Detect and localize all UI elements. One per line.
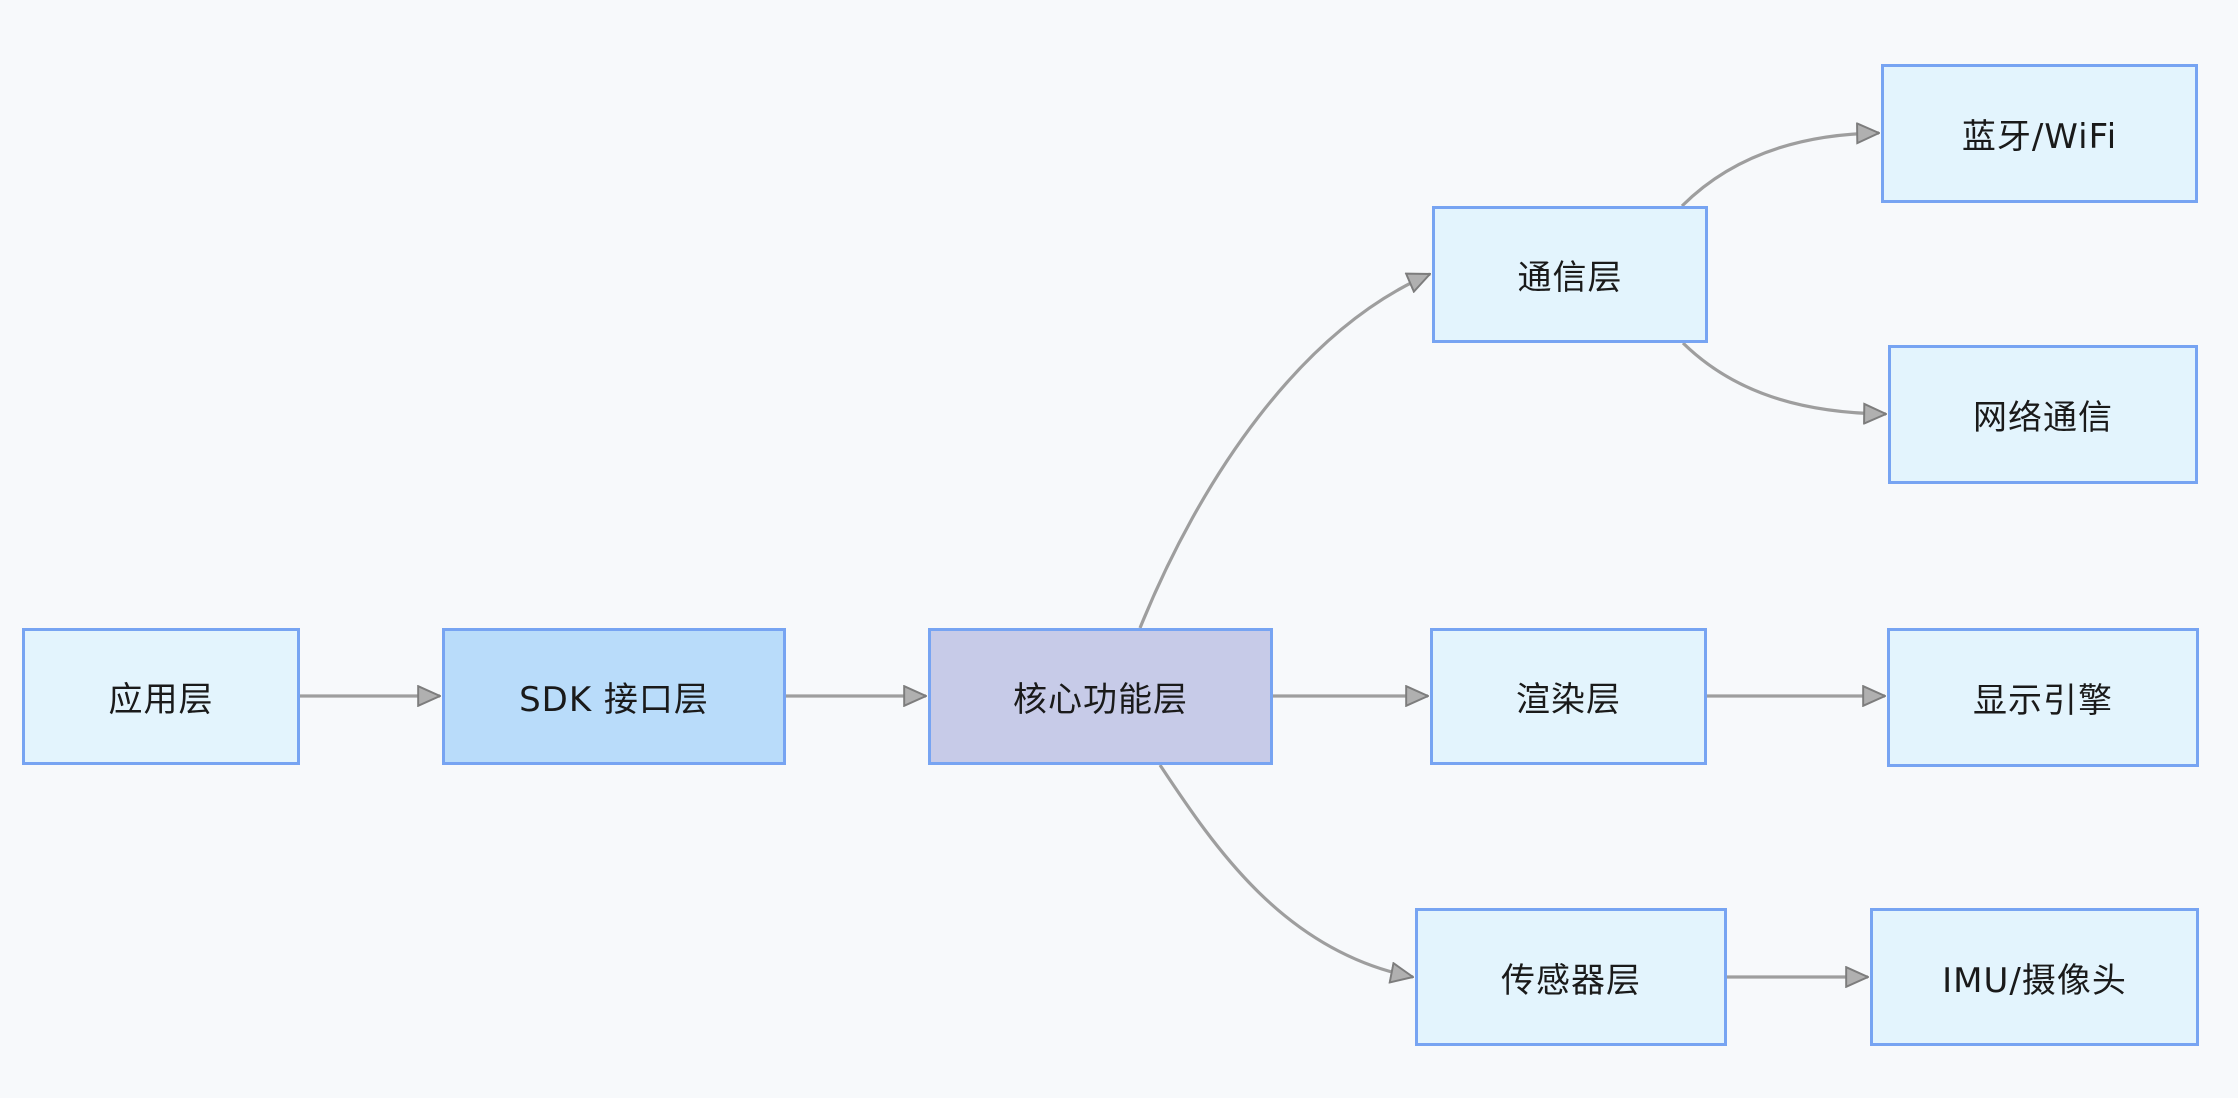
node-network-communication-label: 网络通信 bbox=[1973, 398, 2113, 438]
node-network-communication: 网络通信 bbox=[1888, 345, 2198, 484]
node-core-function-layer: 核心功能层 bbox=[928, 628, 1273, 765]
node-imu-camera: IMU/摄像头 bbox=[1870, 908, 2199, 1046]
node-sdk-interface-layer: SDK 接口层 bbox=[442, 628, 786, 765]
node-app-layer: 应用层 bbox=[22, 628, 300, 765]
node-sensor-layer: 传感器层 bbox=[1415, 908, 1727, 1046]
node-communication-layer: 通信层 bbox=[1432, 206, 1708, 343]
edge-core-layer-to-sensor-layer bbox=[1158, 764, 1413, 977]
node-display-engine: 显示引擎 bbox=[1887, 628, 2199, 767]
node-display-engine-label: 显示引擎 bbox=[1973, 681, 2113, 721]
node-sdk-interface-layer-label: SDK 接口层 bbox=[519, 680, 709, 720]
node-bluetooth-wifi-label: 蓝牙/WiFi bbox=[1961, 117, 2118, 157]
edge-communication-layer-to-bluetooth-wifi bbox=[1680, 133, 1879, 208]
node-render-layer-label: 渲染层 bbox=[1516, 680, 1621, 720]
node-imu-camera-label: IMU/摄像头 bbox=[1942, 960, 2127, 1001]
node-app-layer-label: 应用层 bbox=[108, 680, 214, 720]
node-sensor-layer-label: 传感器层 bbox=[1501, 960, 1641, 1001]
node-bluetooth-wifi: 蓝牙/WiFi bbox=[1881, 64, 2198, 203]
node-communication-layer-label: 通信层 bbox=[1517, 258, 1623, 298]
edge-core-layer-to-communication-layer bbox=[1138, 272, 1430, 629]
node-render-layer: 渲染层 bbox=[1430, 628, 1707, 765]
edge-communication-layer-to-network-communication bbox=[1681, 341, 1886, 414]
node-core-function-layer-label: 核心功能层 bbox=[1013, 680, 1188, 720]
